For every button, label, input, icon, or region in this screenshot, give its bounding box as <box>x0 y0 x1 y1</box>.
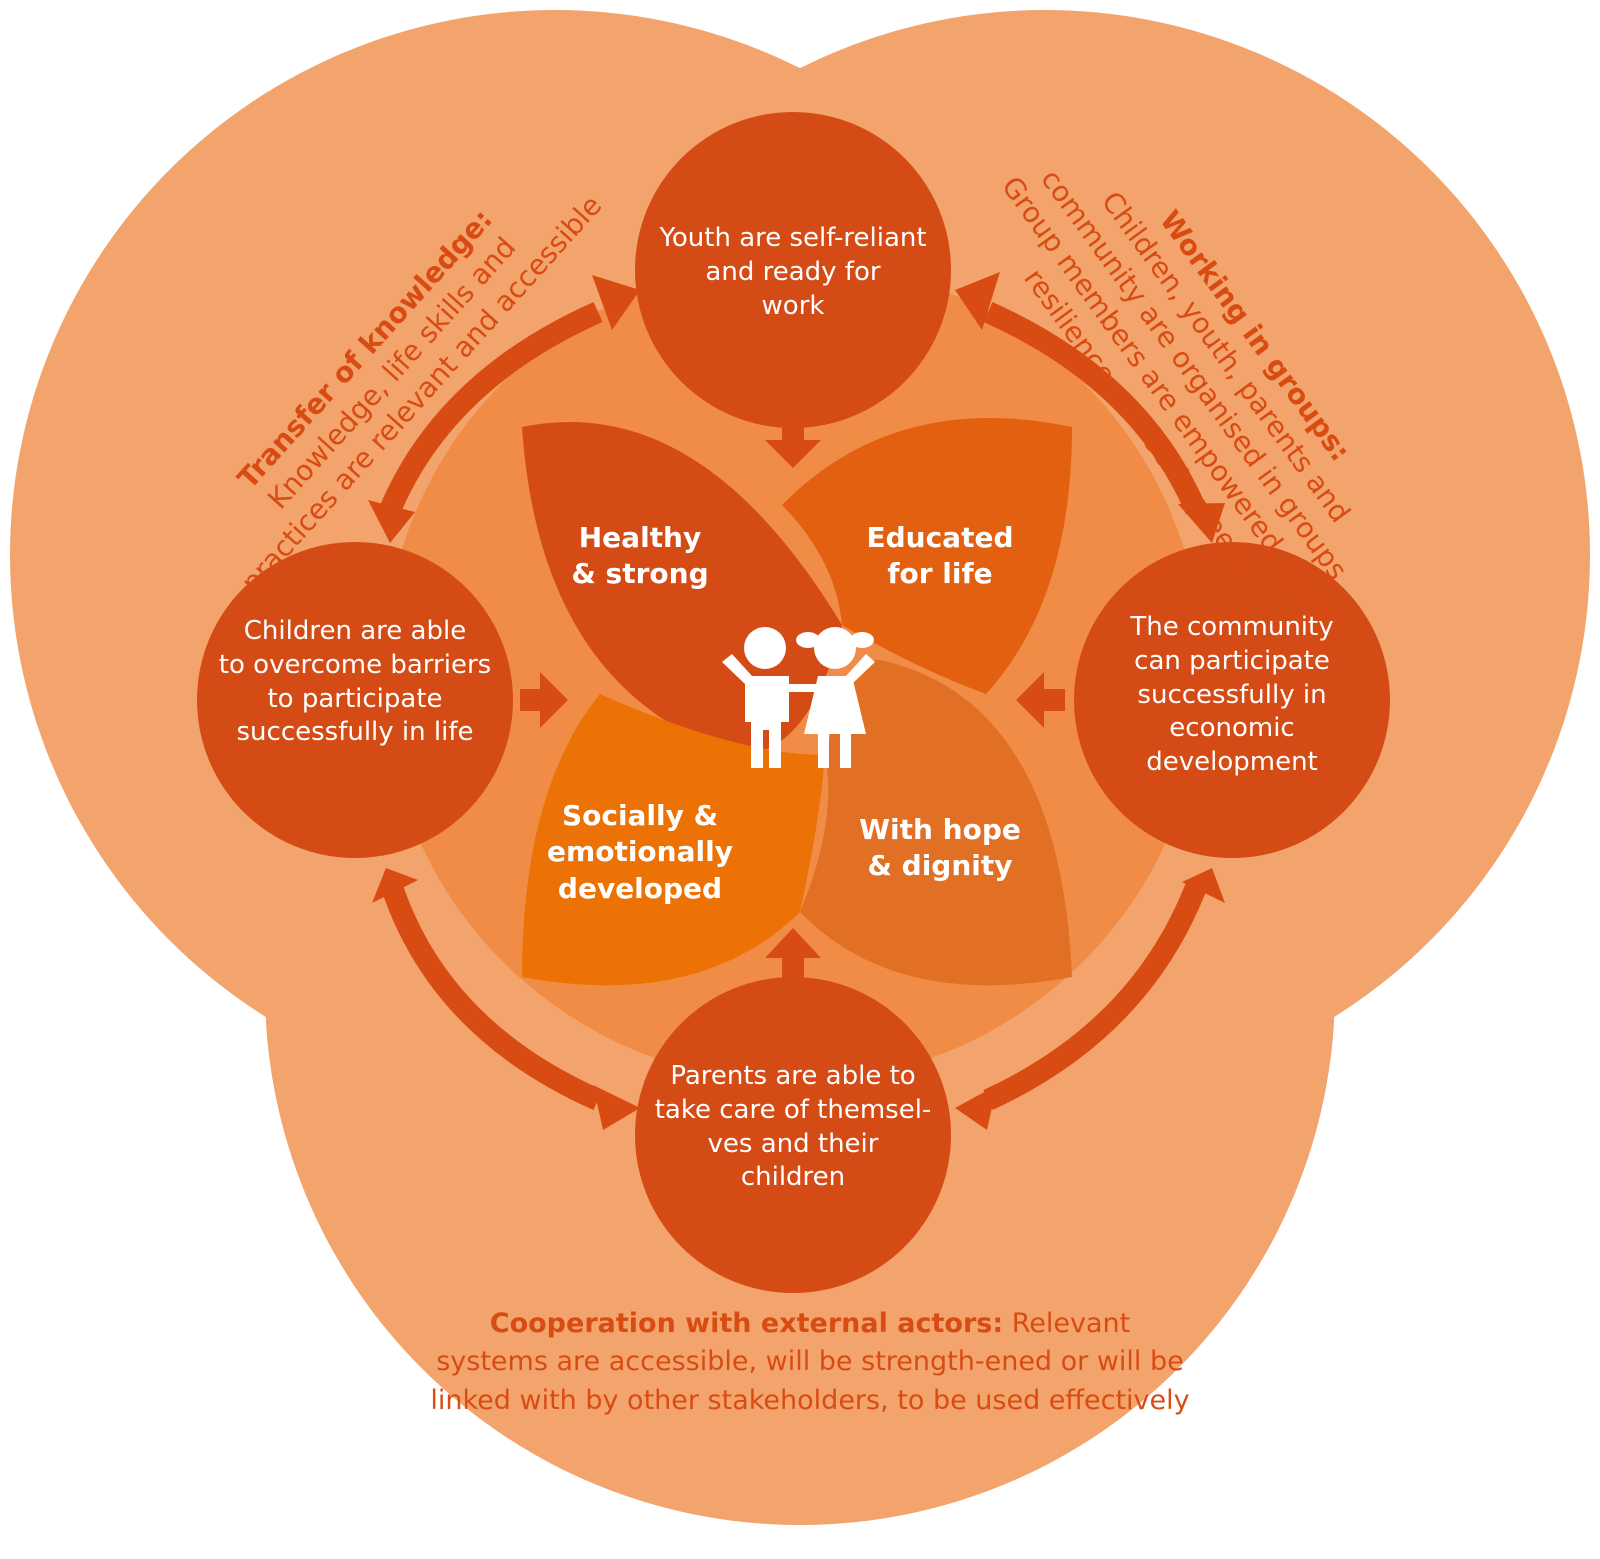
girl-pigtail-right-icon <box>850 632 874 648</box>
petal-line: Socially & <box>561 799 719 832</box>
girl-leg-left-icon <box>818 734 829 768</box>
children-line: to participate <box>267 683 443 714</box>
petals <box>522 417 1072 986</box>
petal-line: & dignity <box>867 849 1013 883</box>
community-text: The community can participate successful… <box>1074 611 1390 780</box>
petal-line: emotionally <box>547 835 733 869</box>
girl-pigtail-left-icon <box>796 632 820 648</box>
parents-line: take care of themsel- <box>654 1094 932 1125</box>
petal-line: for life <box>887 557 993 591</box>
petal-line: Educated <box>866 521 1014 554</box>
cooperation-title: Cooperation with external actors: <box>489 1308 1004 1339</box>
arrowheads <box>368 272 1225 1130</box>
youth-text: Youth are self-reliant and ready for wor… <box>635 222 951 323</box>
arc-top-right <box>983 301 1207 515</box>
petal-healthy-text: Healthy & strong <box>525 520 755 593</box>
arrowhead-bottom-right-down <box>955 1085 997 1130</box>
community-line: The community <box>1130 612 1334 642</box>
petal-line: developed <box>557 871 723 905</box>
girl-dress-icon <box>804 676 866 734</box>
circle-community <box>1074 542 1390 858</box>
circle-youth <box>635 112 951 428</box>
youth-line: work <box>761 290 825 321</box>
two-children-icon <box>722 627 875 768</box>
community-line: can participate <box>1134 645 1330 676</box>
parents-text: Parents are able to take care of themsel… <box>635 1060 951 1195</box>
boy-body-icon <box>745 676 789 768</box>
petal-socially-text: Socially & emotionally developed <box>525 798 755 907</box>
arrowhead-bottom-left-up <box>372 868 418 903</box>
petal-healthy <box>522 421 842 755</box>
community-line: successfully in <box>1137 679 1327 710</box>
arrowhead-left-center <box>540 672 568 728</box>
community-line: economic <box>1169 713 1295 744</box>
arc-top-left <box>379 301 603 515</box>
shared-arms-icon <box>789 684 818 692</box>
petal-line: Healthy <box>578 521 702 554</box>
youth-line: Youth are self-reliant <box>659 223 927 253</box>
youth-line: and ready for <box>705 256 881 287</box>
petal-hope <box>800 659 1072 986</box>
parents-line: ves and their <box>707 1128 879 1159</box>
girl-leg-right-icon <box>840 734 851 768</box>
parents-line: children <box>740 1162 846 1193</box>
arrowhead-top-left-down <box>368 500 415 543</box>
petal-hope-text: With hope & dignity <box>825 812 1055 885</box>
petal-educated <box>782 417 1072 694</box>
parents-line: Parents are able to <box>670 1061 916 1091</box>
arrowhead-top-center <box>765 440 821 468</box>
arrowhead-bottom-left-down <box>593 1085 640 1130</box>
arc-bottom-left <box>381 883 603 1111</box>
girl-arm-icon <box>846 654 875 684</box>
children-line: to overcome barriers <box>218 649 492 680</box>
petal-line: & strong <box>571 557 709 591</box>
petal-socially <box>522 694 825 986</box>
boy-arm-icon <box>722 654 752 684</box>
girl-head-icon <box>814 627 856 669</box>
cooperation-body: Relevant systems are accessible, will be… <box>430 1308 1190 1416</box>
children-line: Children are able <box>243 616 467 646</box>
boy-head-icon <box>744 627 786 669</box>
arrowhead-bottom-right-up <box>1182 868 1225 903</box>
outcome-circles <box>197 112 1390 1293</box>
arrows <box>379 301 1207 1111</box>
children-text: Children are able to overcome barriers t… <box>197 615 513 750</box>
circle-parents <box>635 977 951 1293</box>
arc-bottom-right <box>983 882 1207 1110</box>
cooperation-label: Cooperation with external actors: Releva… <box>430 1305 1190 1420</box>
arrowhead-bottom-center <box>765 928 821 958</box>
petal-educated-text: Educated for life <box>825 520 1055 593</box>
arrowhead-right-center <box>1016 672 1044 728</box>
arrowhead-top-right-up <box>955 272 1000 330</box>
petal-line: With hope <box>859 813 1021 846</box>
arrowhead-top-right-down <box>1178 503 1225 543</box>
children-line: successfully in life <box>236 717 474 748</box>
community-line: development <box>1146 747 1318 778</box>
circle-children <box>197 542 513 858</box>
arrowhead-top-left-up <box>592 275 640 330</box>
